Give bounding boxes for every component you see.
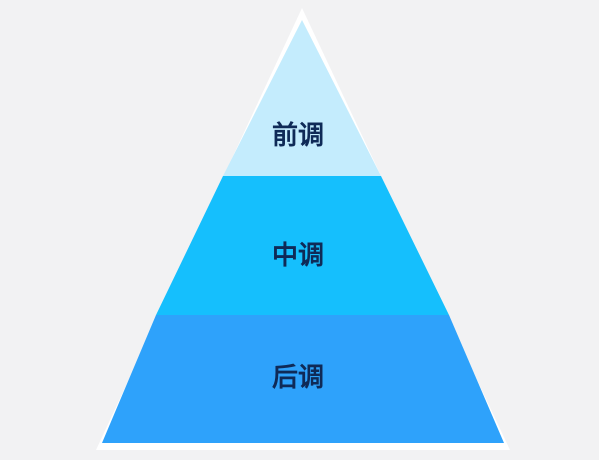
pyramid-tier-middle-label: 中调 bbox=[272, 241, 324, 271]
pyramid-tier-bottom bbox=[102, 315, 504, 443]
pyramid-tier-top bbox=[223, 20, 381, 176]
pyramid-tier-top-label: 前调 bbox=[272, 120, 324, 151]
pyramid-tier-middle bbox=[156, 176, 449, 315]
pyramid-tier-bottom-label: 后调 bbox=[272, 363, 324, 393]
